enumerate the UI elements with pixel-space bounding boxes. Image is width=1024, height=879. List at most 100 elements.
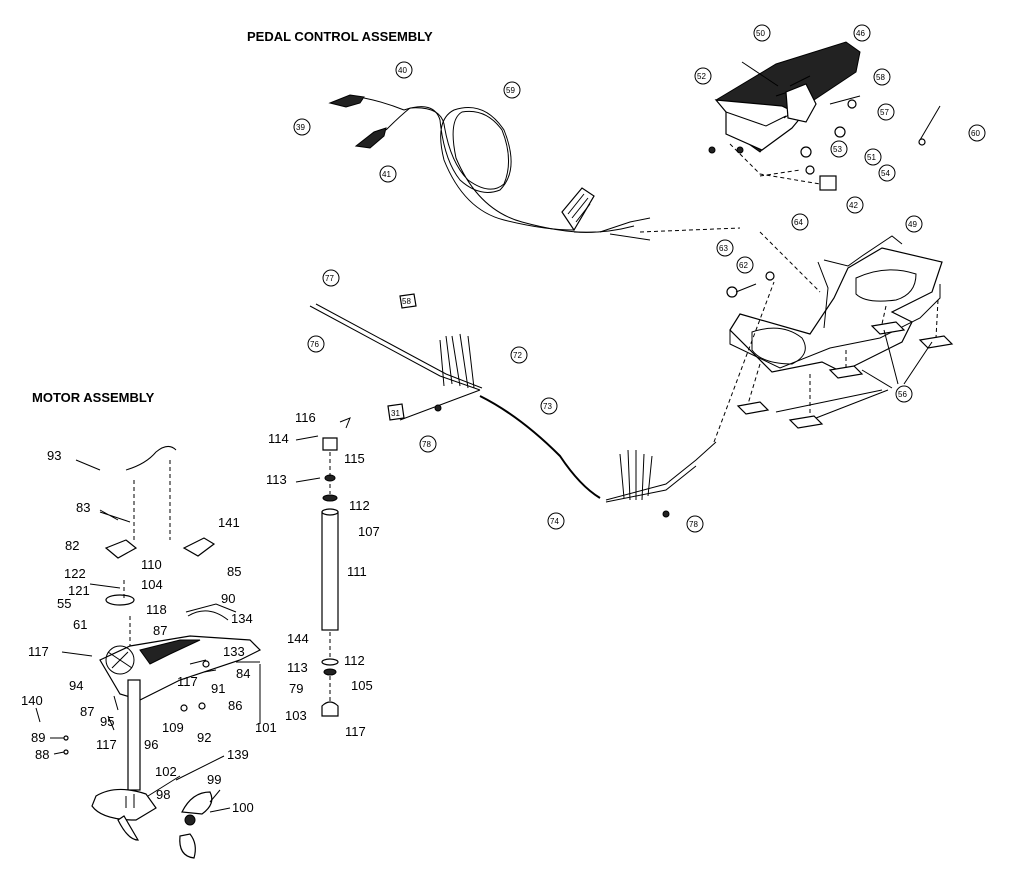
cable-clip-small [399, 293, 417, 309]
callout-78-lower [686, 515, 704, 533]
callout-40-label: 40 [398, 66, 407, 75]
foot-pedal [714, 41, 861, 153]
callout-77-label: 77 [325, 274, 334, 283]
callout-56 [895, 385, 913, 403]
label-83: 83 [76, 500, 90, 515]
shaft-assembly [321, 417, 351, 717]
callout-64 [791, 213, 809, 231]
callout-77 [322, 269, 340, 287]
warning-tag [561, 187, 595, 232]
label-133: 133 [223, 644, 245, 659]
motor-small-parts [63, 537, 237, 755]
clip-31-tag-label: 31 [391, 409, 400, 418]
label-94: 94 [69, 678, 83, 693]
callout-51 [864, 148, 882, 166]
label-107: 107 [358, 524, 380, 539]
callout-76-label: 76 [310, 340, 319, 349]
label-90: 90 [221, 591, 235, 606]
battery-clip-red [328, 94, 405, 111]
label-114: 114 [268, 431, 289, 446]
label-96: 96 [144, 737, 158, 752]
label-101: 101 [255, 720, 277, 735]
spring-part [918, 105, 941, 146]
label-95: 95 [100, 714, 114, 729]
label-99: 99 [207, 772, 221, 787]
callout-72 [510, 346, 528, 364]
callout-74-label: 74 [550, 517, 559, 526]
callout-72-label: 72 [513, 351, 522, 360]
label-117-shaft: 117 [345, 724, 366, 739]
label-117-left: 117 [28, 644, 49, 659]
callout-56-label: 56 [898, 390, 907, 399]
label-93: 93 [47, 448, 61, 463]
propeller [179, 791, 213, 859]
label-98: 98 [156, 787, 170, 802]
pedal-control-assembly-title: PEDAL CONTROL ASSEMBLY [247, 29, 433, 44]
cable-clip-31 [387, 403, 405, 421]
motor-cover [125, 446, 177, 540]
label-84: 84 [236, 666, 250, 681]
motor-leader-lines [35, 435, 321, 813]
callout-78-upper-label: 78 [422, 440, 431, 449]
callout-60 [968, 124, 986, 142]
rubber-feet [736, 299, 954, 429]
callout-49 [905, 215, 923, 233]
callout-50-label: 50 [756, 29, 765, 38]
label-88: 88 [35, 747, 49, 762]
callout-57 [877, 103, 895, 121]
label-103: 103 [285, 708, 307, 723]
callout-63-label: 63 [719, 244, 728, 253]
callout-58 [873, 68, 891, 86]
label-91: 91 [211, 681, 225, 696]
callout-74 [547, 512, 565, 530]
motor-shaft [127, 679, 141, 791]
power-cord [403, 106, 651, 241]
label-104: 104 [141, 577, 163, 592]
callout-53 [830, 140, 848, 158]
label-112-upper: 112 [349, 498, 370, 513]
callout-58-label: 58 [876, 73, 885, 82]
battery-clip-black [354, 107, 411, 149]
cable-nut [434, 404, 670, 518]
callout-63 [716, 239, 734, 257]
label-134: 134 [231, 611, 253, 626]
label-100: 100 [232, 800, 254, 815]
label-61: 61 [73, 617, 87, 632]
callout-64-label: 64 [794, 218, 803, 227]
callout-57-label: 57 [880, 108, 889, 117]
label-92: 92 [197, 730, 211, 745]
label-111: 111 [347, 564, 367, 579]
label-102: 102 [155, 764, 177, 779]
label-117-lower: 117 [96, 737, 117, 752]
label-55: 55 [57, 596, 71, 611]
callout-41 [379, 165, 397, 183]
callout-39 [293, 118, 311, 136]
label-112-lower: 112 [344, 653, 365, 668]
callout-78-upper [419, 435, 437, 453]
callout-46-label: 46 [856, 29, 865, 38]
callout-40 [395, 61, 413, 79]
callout-76 [307, 335, 325, 353]
callout-54 [878, 164, 896, 182]
label-121: 121 [68, 583, 90, 598]
callout-39-label: 39 [296, 123, 305, 132]
label-113-lower: 113 [287, 660, 308, 675]
callout-41-label: 41 [382, 170, 391, 179]
label-87-lower: 87 [80, 704, 94, 719]
pedal-callouts: 40 39 41 59 50 46 58 52 57 53 51 54 60 4… [293, 24, 986, 533]
pedal-base [729, 235, 943, 373]
label-89: 89 [31, 730, 45, 745]
callout-59 [503, 81, 521, 99]
clip-tag-label: 58 [402, 297, 411, 306]
callout-62 [736, 256, 754, 274]
callout-62-label: 62 [739, 261, 748, 270]
base-screws [726, 271, 775, 298]
callout-53-label: 53 [833, 145, 842, 154]
callout-52-label: 52 [697, 72, 706, 81]
label-79: 79 [289, 681, 303, 696]
callout-73 [540, 397, 558, 415]
label-113-upper: 113 [266, 472, 287, 487]
pedal-screws [708, 95, 861, 175]
label-115: 115 [344, 451, 365, 466]
